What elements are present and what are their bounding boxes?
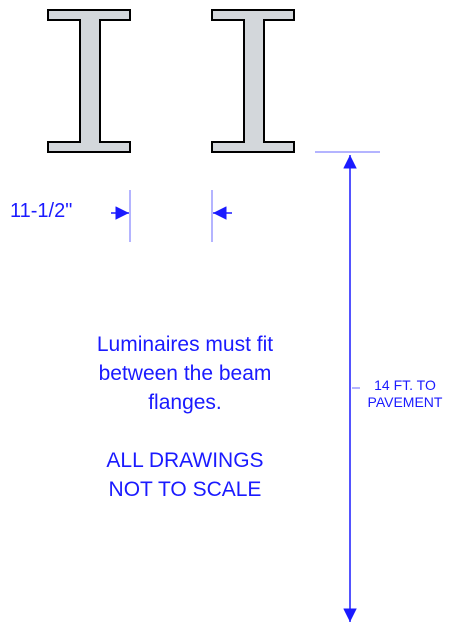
note-line: between the beam (98, 362, 272, 385)
height-label-line: 14 FT. TO (374, 377, 436, 393)
right-i-beam (211, 9, 295, 153)
height-label-line: PAVEMENT (367, 394, 443, 410)
disclaimer-line: NOT TO SCALE (108, 478, 262, 501)
note-line: flanges. (148, 391, 222, 414)
disclaimer-line: ALL DRAWINGS (106, 449, 264, 472)
left-i-beam (47, 9, 131, 153)
note-line: Luminaires must fit (96, 333, 274, 356)
height-dimension-label: 14 FT. TO PAVEMENT (360, 377, 450, 411)
gap-dimension-label: 11-1/2" (10, 200, 73, 222)
note-spacer (40, 417, 330, 446)
note-block: Luminaires must fit between the beam fla… (40, 330, 330, 504)
